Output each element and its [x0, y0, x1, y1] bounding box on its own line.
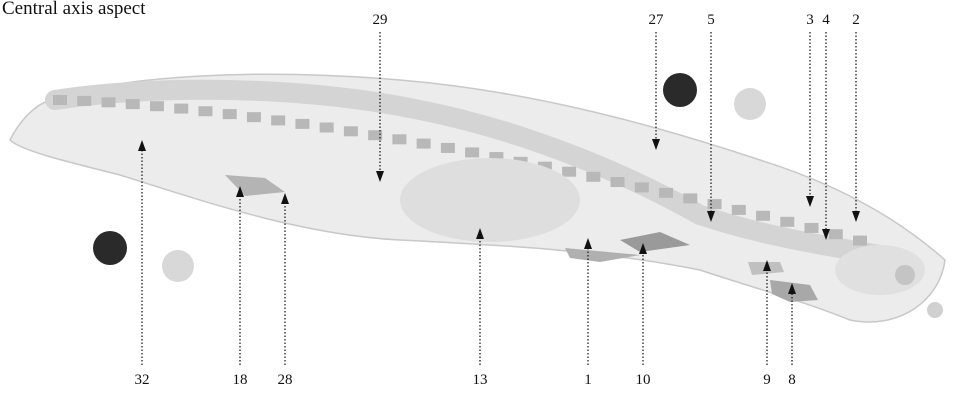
vertebra [635, 182, 649, 192]
vertebra [392, 134, 406, 144]
vertebra [344, 126, 358, 136]
label-32: 32 [135, 372, 150, 389]
vertebra [247, 112, 261, 122]
vertebra [174, 104, 188, 114]
vertebra [417, 139, 431, 149]
vertebra [126, 99, 140, 109]
label-3: 3 [806, 12, 814, 29]
vertebra [805, 223, 819, 233]
vertebra [295, 119, 309, 129]
label-8: 8 [788, 372, 796, 389]
vertebra [708, 199, 722, 209]
label-10: 10 [636, 372, 651, 389]
label-5: 5 [707, 12, 715, 29]
label-1: 1 [584, 372, 592, 389]
brain-dot [895, 265, 915, 285]
label-9: 9 [763, 372, 771, 389]
vertebra [198, 106, 212, 116]
vertebra [732, 205, 746, 215]
vertebra [756, 211, 770, 221]
label-13: 13 [473, 372, 488, 389]
vertebra [150, 101, 164, 111]
marker-light-upper [734, 88, 766, 120]
vertebra [320, 123, 334, 133]
organ-13 [400, 158, 580, 242]
label-29: 29 [373, 12, 388, 29]
marker-light-lower [162, 250, 194, 282]
vertebra [77, 96, 91, 106]
arrow-13 [476, 228, 484, 365]
vertebra [465, 147, 479, 157]
vertebra [683, 193, 697, 203]
marker-dark-lower [93, 231, 127, 265]
arrow-2 [852, 32, 860, 222]
label-27: 27 [649, 12, 664, 29]
vertebra [271, 115, 285, 125]
vertebra [223, 109, 237, 119]
label-2: 2 [852, 12, 860, 29]
marker-dark-upper [663, 73, 697, 107]
snout-dot [927, 302, 943, 318]
label-4: 4 [822, 12, 830, 29]
vertebra [368, 130, 382, 140]
label-18: 18 [233, 372, 248, 389]
vertebra [562, 167, 576, 177]
vertebra [853, 236, 867, 246]
vertebra [53, 95, 67, 105]
figure-title: Central axis aspect [2, 0, 146, 20]
vertebra [659, 188, 673, 198]
label-28: 28 [278, 372, 293, 389]
vertebra [441, 143, 455, 153]
vertebra [829, 229, 843, 239]
vertebra [586, 172, 600, 182]
vertebra [611, 177, 625, 187]
vertebra [780, 217, 794, 227]
vertebra [101, 97, 115, 107]
